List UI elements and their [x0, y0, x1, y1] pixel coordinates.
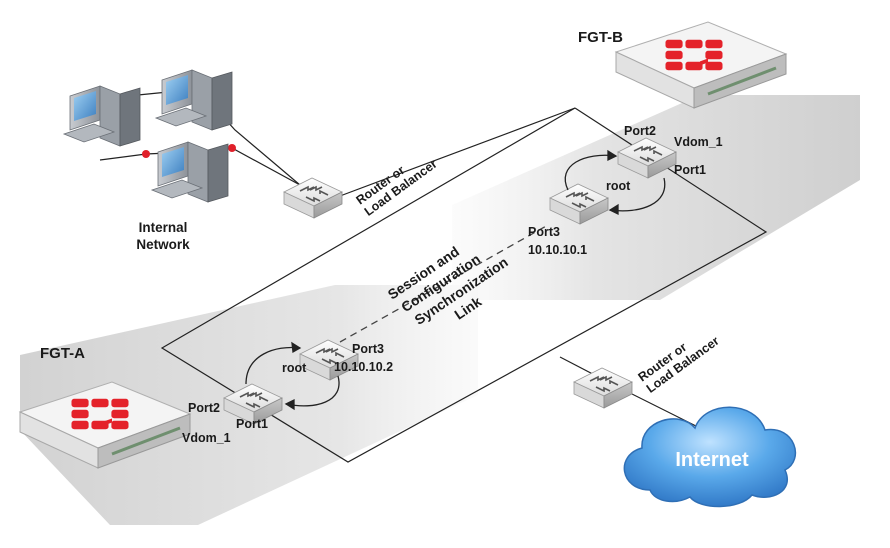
- internet-label: Internet: [675, 449, 749, 471]
- internal-network-pcs: [63, 69, 233, 203]
- pc-icon: [151, 141, 229, 203]
- fgt-b-loop-arrows: [564, 149, 666, 216]
- fgt-a-port1-label: Port1: [236, 417, 268, 431]
- fgt-a-root-label: root: [282, 361, 307, 375]
- router-bottom-icon: [573, 367, 633, 409]
- pc-icon: [155, 69, 233, 131]
- fgt-b-vdom1-label: Vdom_1: [674, 135, 723, 149]
- fgt-b-port3-label: Port3: [528, 225, 560, 239]
- internal-network-label-2: Network: [136, 237, 190, 252]
- fgt-b-zone-panel: [452, 95, 860, 300]
- fgt-a-port2-label: Port2: [188, 401, 220, 415]
- fgt-b-root-label: root: [606, 179, 631, 193]
- fgt-b-port2-label: Port2: [624, 124, 656, 138]
- fgt-b-port1-label: Port1: [674, 163, 706, 177]
- fgt-a-loop-arrows: [245, 341, 340, 411]
- connection-lines: [91, 91, 768, 463]
- fgt-b-title: FGT-B: [578, 29, 623, 46]
- sync-link-line: [339, 224, 549, 343]
- pc-icon: [63, 85, 141, 147]
- router-top-icon: [283, 177, 343, 219]
- fgt-a-ip-label: 10.10.10.2: [334, 360, 393, 374]
- fgt-a-port3-label: Port3: [352, 342, 384, 356]
- fgt-b-ip-label: 10.10.10.1: [528, 243, 587, 257]
- fgt-a-vdom1-label: Vdom_1: [182, 431, 231, 445]
- internal-network-label-1: Internal: [139, 220, 188, 235]
- fgt-a-title: FGT-A: [40, 345, 85, 362]
- internet-cloud-icon: [623, 406, 796, 508]
